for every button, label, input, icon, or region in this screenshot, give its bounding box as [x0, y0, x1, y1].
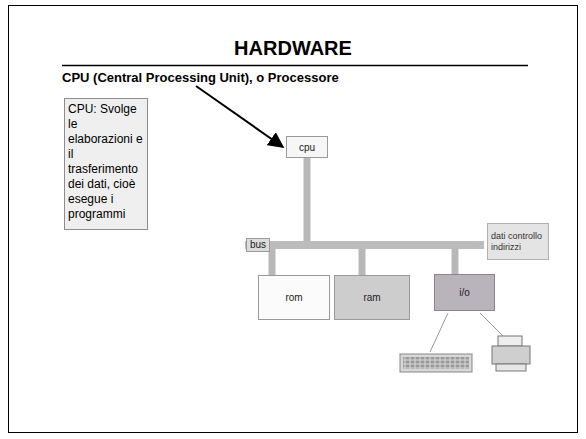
signals-box: dati controllo indirizzi — [487, 223, 549, 260]
node-text: dati controllo indirizzi — [491, 231, 545, 253]
rom-box: rom — [258, 275, 330, 320]
bus-connection — [359, 249, 366, 275]
pointer-arrow — [196, 86, 283, 147]
node-text: cpu — [299, 142, 315, 153]
io-box: i/o — [434, 274, 495, 311]
slide-title: HARDWARE — [0, 37, 586, 60]
slide-subtitle: CPU (Central Processing Unit), o Process… — [62, 70, 339, 85]
cpu-box: cpu — [286, 136, 328, 158]
bus-connection — [304, 158, 311, 241]
node-text: ram — [363, 292, 380, 303]
bus-connection — [269, 249, 276, 275]
ram-box: ram — [334, 275, 410, 320]
node-text: bus — [246, 238, 270, 252]
node-text: rom — [285, 292, 302, 303]
node-text: i/o — [459, 287, 470, 298]
bus-band: bus — [245, 241, 484, 249]
title-rule — [62, 65, 528, 67]
printer-icon — [492, 336, 530, 371]
bus-connection — [452, 249, 459, 274]
keyboard-icon — [400, 354, 472, 372]
callout-box: CPU: Svolge le elaborazioni e il trasfer… — [64, 98, 148, 230]
slide-border — [9, 6, 578, 433]
node-text: CPU: Svolge le elaborazioni e il trasfer… — [68, 102, 144, 222]
